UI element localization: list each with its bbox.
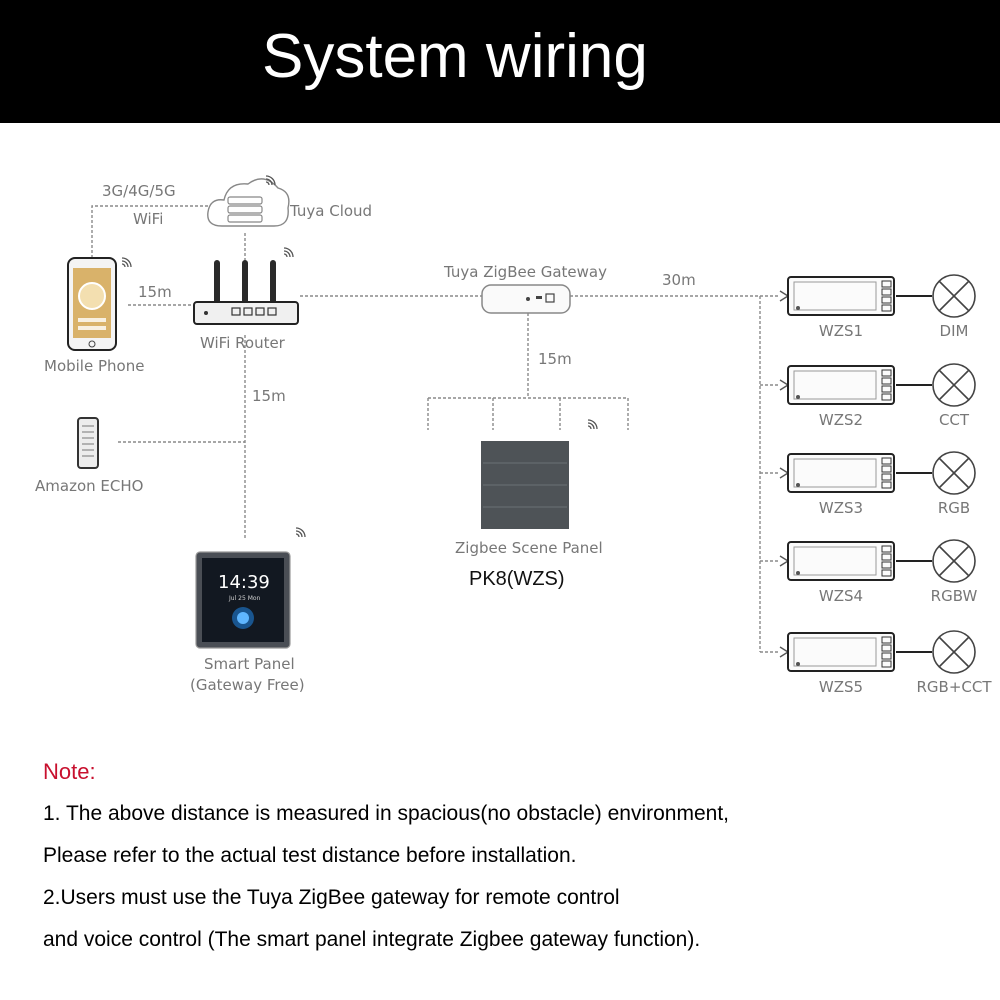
module-name: WZS1: [819, 322, 863, 340]
module-row-3: WZS3 RGB: [779, 451, 976, 517]
scene-panel-label: Zigbee Scene Panel: [455, 539, 603, 557]
phone-cloud-line: [91, 205, 212, 258]
connection-lines: [91, 205, 780, 653]
wifi-router-icon: [193, 247, 299, 325]
mobile-phone-icon: [67, 257, 132, 351]
network-label-wifi: WiFi: [133, 210, 163, 228]
module-name: WZS4: [819, 587, 863, 605]
echo-label: Amazon ECHO: [35, 477, 143, 495]
smart-panel-label: Smart Panel: [204, 655, 295, 673]
module-row-1: WZS1 DIM: [779, 274, 976, 340]
cloud-label: Tuya Cloud: [289, 202, 372, 220]
module-row-5: WZS5 RGB+CCT: [779, 630, 992, 696]
note-line-1: 1. The above distance is measured in spa…: [43, 802, 729, 825]
controller-module-icon: [787, 541, 895, 581]
lamp-icon: [932, 451, 976, 495]
module-load-label: RGB: [938, 499, 970, 517]
module-branch-lines: [760, 295, 780, 653]
arrow-icon: [779, 290, 790, 302]
arrow-icon: [779, 555, 790, 567]
header-banner: System wiring: [0, 0, 1000, 123]
amazon-echo-icon: [77, 417, 99, 469]
module-load-label: DIM: [940, 322, 969, 340]
gateway-label: Tuya ZigBee Gateway: [443, 263, 607, 281]
router-panel-distance: 15m: [252, 387, 286, 405]
lamp-icon: [932, 363, 976, 407]
gateway-scene-distance: 15m: [538, 350, 572, 368]
module-name: WZS2: [819, 411, 863, 429]
controller-module-icon: [787, 632, 895, 672]
smart-panel-date: Jul 25 Mon: [228, 595, 261, 602]
smart-panel-sublabel: (Gateway Free): [190, 676, 305, 694]
lamp-icon: [932, 539, 976, 583]
controller-module-icon: [787, 453, 895, 493]
scene-branch-lines: [427, 397, 629, 430]
module-name: WZS3: [819, 499, 863, 517]
smart-panel-icon: 14:39 Jul 25 Mon: [195, 527, 306, 649]
module-load-label: RGB+CCT: [916, 678, 992, 696]
notes-section: Note: 1. The above distance is measured …: [43, 758, 983, 952]
lamp-icon: [932, 630, 976, 674]
note-line-3: 2.Users must use the Tuya ZigBee gateway…: [43, 886, 620, 909]
module-load-label: RGBW: [931, 587, 978, 605]
arrow-icon: [779, 467, 790, 479]
network-label-cellular: 3G/4G/5G: [102, 182, 176, 200]
lamp-icon: [932, 274, 976, 318]
router-label: WiFi Router: [200, 334, 286, 352]
cloud-icon: [207, 175, 290, 227]
arrow-icon: [779, 646, 790, 658]
note-line-4: and voice control (The smart panel integ…: [43, 928, 701, 951]
arrow-icon: [779, 379, 790, 391]
controller-module-icon: [787, 276, 895, 316]
page-title: System wiring: [262, 22, 648, 91]
module-row-2: WZS2 CCT: [779, 363, 976, 429]
module-load-label: CCT: [939, 411, 970, 429]
smart-panel-time: 14:39: [218, 572, 270, 593]
module-row-4: WZS4 RGBW: [779, 539, 978, 605]
wiring-diagram: 3G/4G/5G WiFi Tuya Cloud Mobile Phone 15…: [35, 175, 992, 696]
gateway-modules-distance: 30m: [662, 271, 696, 289]
note-line-2: Please refer to the actual test distance…: [43, 844, 577, 867]
module-name: WZS5: [819, 678, 863, 696]
scene-panel-icon: [481, 419, 598, 529]
controller-module-icon: [787, 365, 895, 405]
phone-label: Mobile Phone: [44, 357, 144, 375]
phone-router-distance: 15m: [138, 283, 172, 301]
note-title: Note:: [43, 759, 96, 784]
scene-panel-model: PK8(WZS): [469, 568, 565, 590]
controller-modules: WZS1 DIM WZS2 CCT WZS3 RGB WZS4 RGBW WZS5 RGB+CCT: [779, 274, 992, 696]
zigbee-gateway-icon: [481, 284, 571, 314]
